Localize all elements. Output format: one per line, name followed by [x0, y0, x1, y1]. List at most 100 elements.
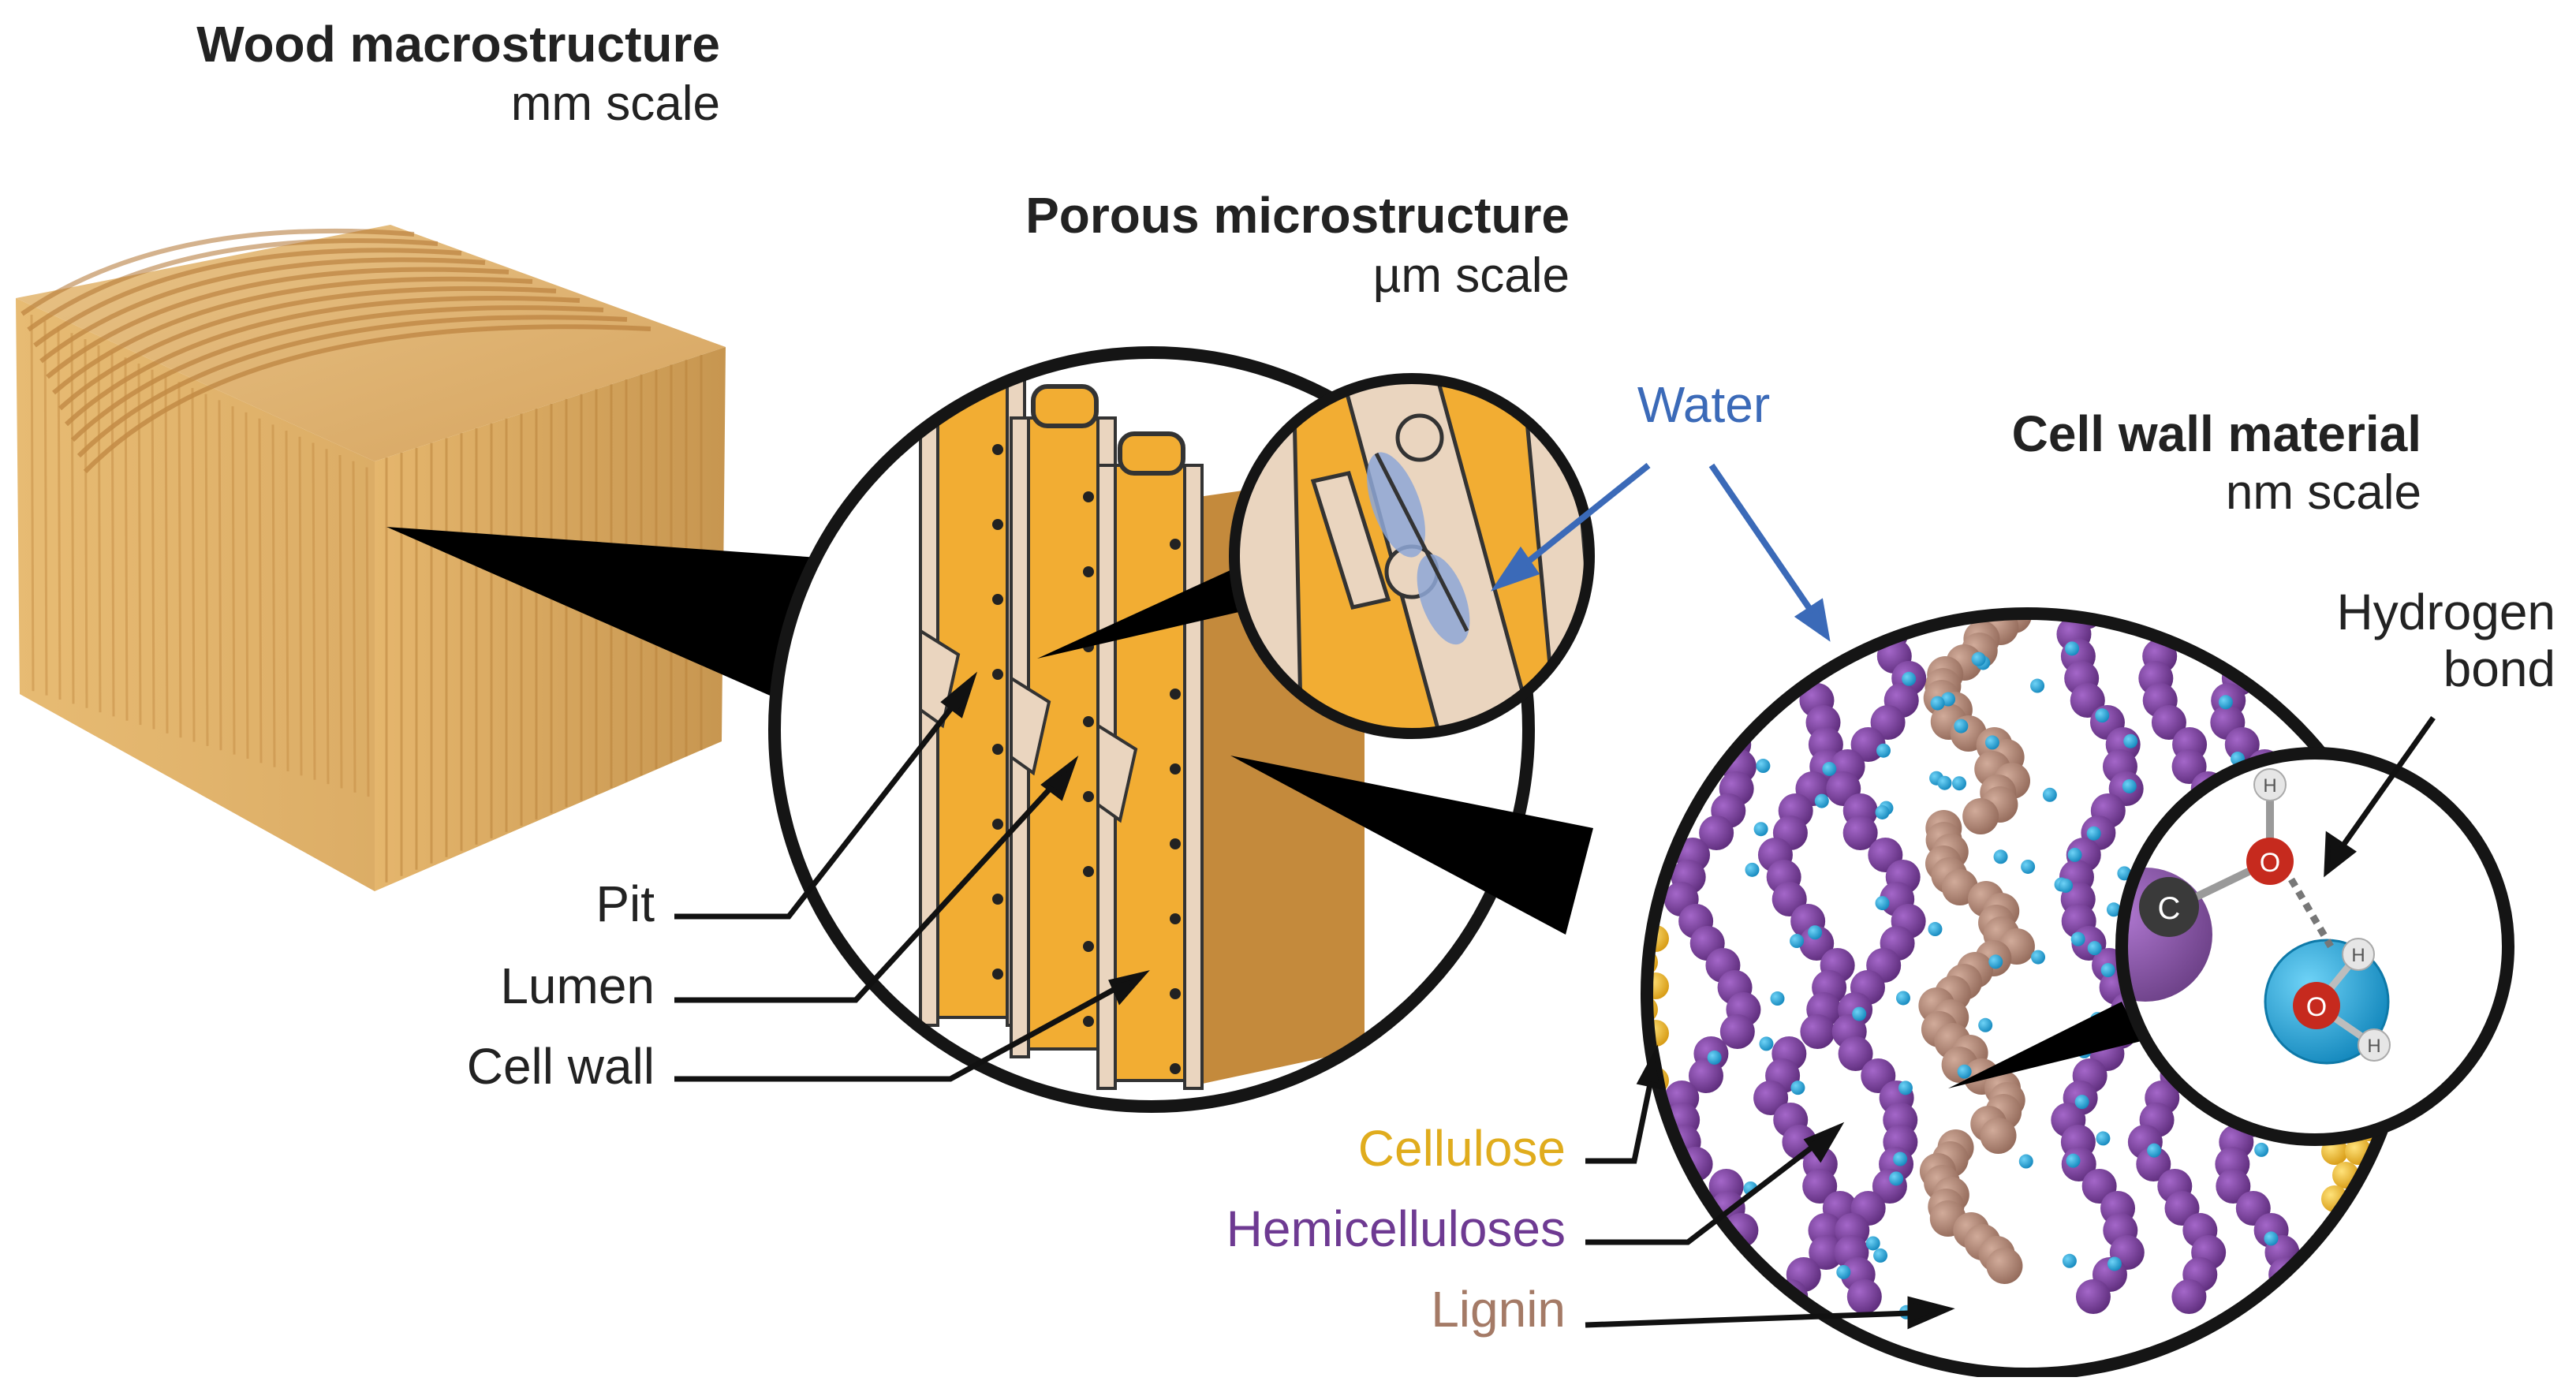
water-droplet — [1876, 743, 1891, 758]
grain-line — [30, 315, 35, 692]
cellulose-bead — [1584, 949, 1611, 976]
growth-ring — [77, 315, 628, 458]
cellulose-bead — [1647, 1327, 1658, 1354]
cellulose-bead — [1618, 925, 1645, 952]
carbon-atom — [2139, 877, 2199, 937]
water-droplet — [1930, 696, 1945, 711]
hemicellulose-bead — [1809, 1235, 1844, 1270]
grain-line — [231, 406, 236, 755]
growth-ring — [33, 248, 462, 348]
cellulose-bead — [1607, 807, 1634, 834]
cellulose-bead — [1595, 1351, 1622, 1377]
cellulose-bead — [2369, 712, 2395, 739]
water-droplet — [1852, 1006, 1867, 1021]
cellulose-bead — [1647, 760, 1658, 786]
cellulose-bead — [1647, 783, 1669, 810]
cellulose-bead — [1595, 783, 1622, 810]
water-droplet — [1937, 775, 1952, 790]
hemicellulose-bead — [1789, 551, 1824, 585]
cellulose-bead — [1607, 996, 1634, 1023]
cellulose-bead — [1584, 760, 1611, 786]
cellulose-label: Cellulose — [1358, 1120, 1566, 1177]
cellulose-bead — [1647, 1233, 1658, 1260]
nano-leader-lines — [1585, 1044, 1955, 1330]
micro-title: Porous microstructure — [1025, 187, 1570, 244]
cellulose-bead — [1618, 736, 1645, 763]
cellulose-bead — [1618, 1020, 1645, 1047]
water-droplet — [2018, 1154, 2033, 1169]
hemicellulose-bead — [2251, 617, 2287, 651]
wood-cube — [16, 225, 726, 891]
water-droplet — [1875, 804, 1890, 819]
cellulose-bead — [1607, 712, 1634, 739]
lignin-bead — [1975, 573, 2011, 610]
cellulose-bead — [1595, 1020, 1622, 1047]
cellulose-bead — [1607, 1233, 1634, 1260]
cellulose-bead — [1584, 665, 1611, 692]
cellulose-bead — [2380, 1351, 2406, 1374]
cellulose-bead — [2356, 1304, 2383, 1331]
pit-dot — [992, 669, 1003, 680]
hemicellulose-bead — [1870, 705, 1906, 740]
water-droplet — [1756, 759, 1771, 774]
cellulose-bead — [1584, 1233, 1611, 1260]
grain-line — [218, 400, 222, 751]
hydrogen-bond-arrow — [2324, 715, 2436, 878]
water-droplet — [2218, 695, 2233, 710]
hemicellulose-bead — [2190, 551, 2224, 585]
hemicellulose-bead — [1693, 1279, 1728, 1314]
hemicellulose-bead — [1842, 816, 1878, 850]
growth-ring — [27, 238, 439, 332]
cellulose-bead — [1618, 1304, 1645, 1331]
cellulose-bead — [1595, 1256, 1622, 1283]
grain-line — [177, 382, 182, 738]
water-hydrogen-atom-1 — [2342, 938, 2375, 971]
hydrogen-bond-label-line2: bond — [2443, 640, 2555, 697]
cell-top-opening — [1118, 431, 1185, 476]
water-droplet — [2122, 778, 2137, 793]
water-droplet — [2067, 847, 2082, 862]
pit-dot — [1170, 539, 1181, 550]
cellulose-bead — [2369, 1280, 2395, 1307]
water-droplet — [2030, 678, 2045, 693]
hydrogen-atom — [2253, 768, 2287, 801]
water-oxygen-label: O — [2306, 992, 2327, 1022]
water-droplet — [1952, 776, 1967, 791]
cellulose-bead — [1607, 760, 1634, 786]
water-droplet — [1790, 934, 1805, 949]
cellulose-bead — [1584, 1327, 1611, 1354]
cellulose-bead — [1595, 689, 1622, 715]
growth-ring — [70, 305, 604, 442]
hemicellulose-bead — [1699, 816, 1734, 850]
water-droplet — [1822, 761, 1837, 776]
cellulose-bead — [1607, 854, 1634, 881]
grain-line — [258, 418, 263, 763]
cellulose-bead — [1647, 807, 1658, 834]
grain-line — [204, 394, 209, 746]
pit-dot — [1170, 913, 1181, 924]
hemicellulose-bead — [1688, 1058, 1723, 1093]
cellulose-bead — [1595, 1209, 1622, 1236]
zoom-pointer-hbond — [1948, 1002, 2141, 1088]
water-droplet — [1978, 1017, 1993, 1032]
cell-wall-label: Cell wall — [467, 1038, 655, 1095]
lignin-bead — [1986, 1248, 2023, 1284]
cellulose-bead — [1607, 1185, 1634, 1212]
cellulose-bead — [2380, 1209, 2406, 1236]
oxygen-atom-label: O — [2260, 848, 2280, 878]
cellulose-bead — [2356, 689, 2383, 715]
cellulose-bead — [2321, 712, 2348, 739]
pit-dot — [1083, 491, 1094, 502]
water-droplet — [2096, 1131, 2111, 1146]
hydrogen-atom-label: H — [2263, 775, 2276, 797]
cellulose-bead — [1584, 996, 1611, 1023]
water-droplet — [2070, 931, 2085, 946]
micro-scale: µm scale — [1373, 248, 1570, 303]
hemicellulose-bead — [1837, 573, 1872, 607]
water-droplet — [1865, 1236, 1880, 1251]
hemicellulose-bead — [1800, 1014, 1835, 1049]
water-hydrogen-label-2: H — [2367, 1036, 2380, 1057]
cellulose-bead — [2380, 1304, 2406, 1331]
wood-grain — [30, 315, 703, 883]
